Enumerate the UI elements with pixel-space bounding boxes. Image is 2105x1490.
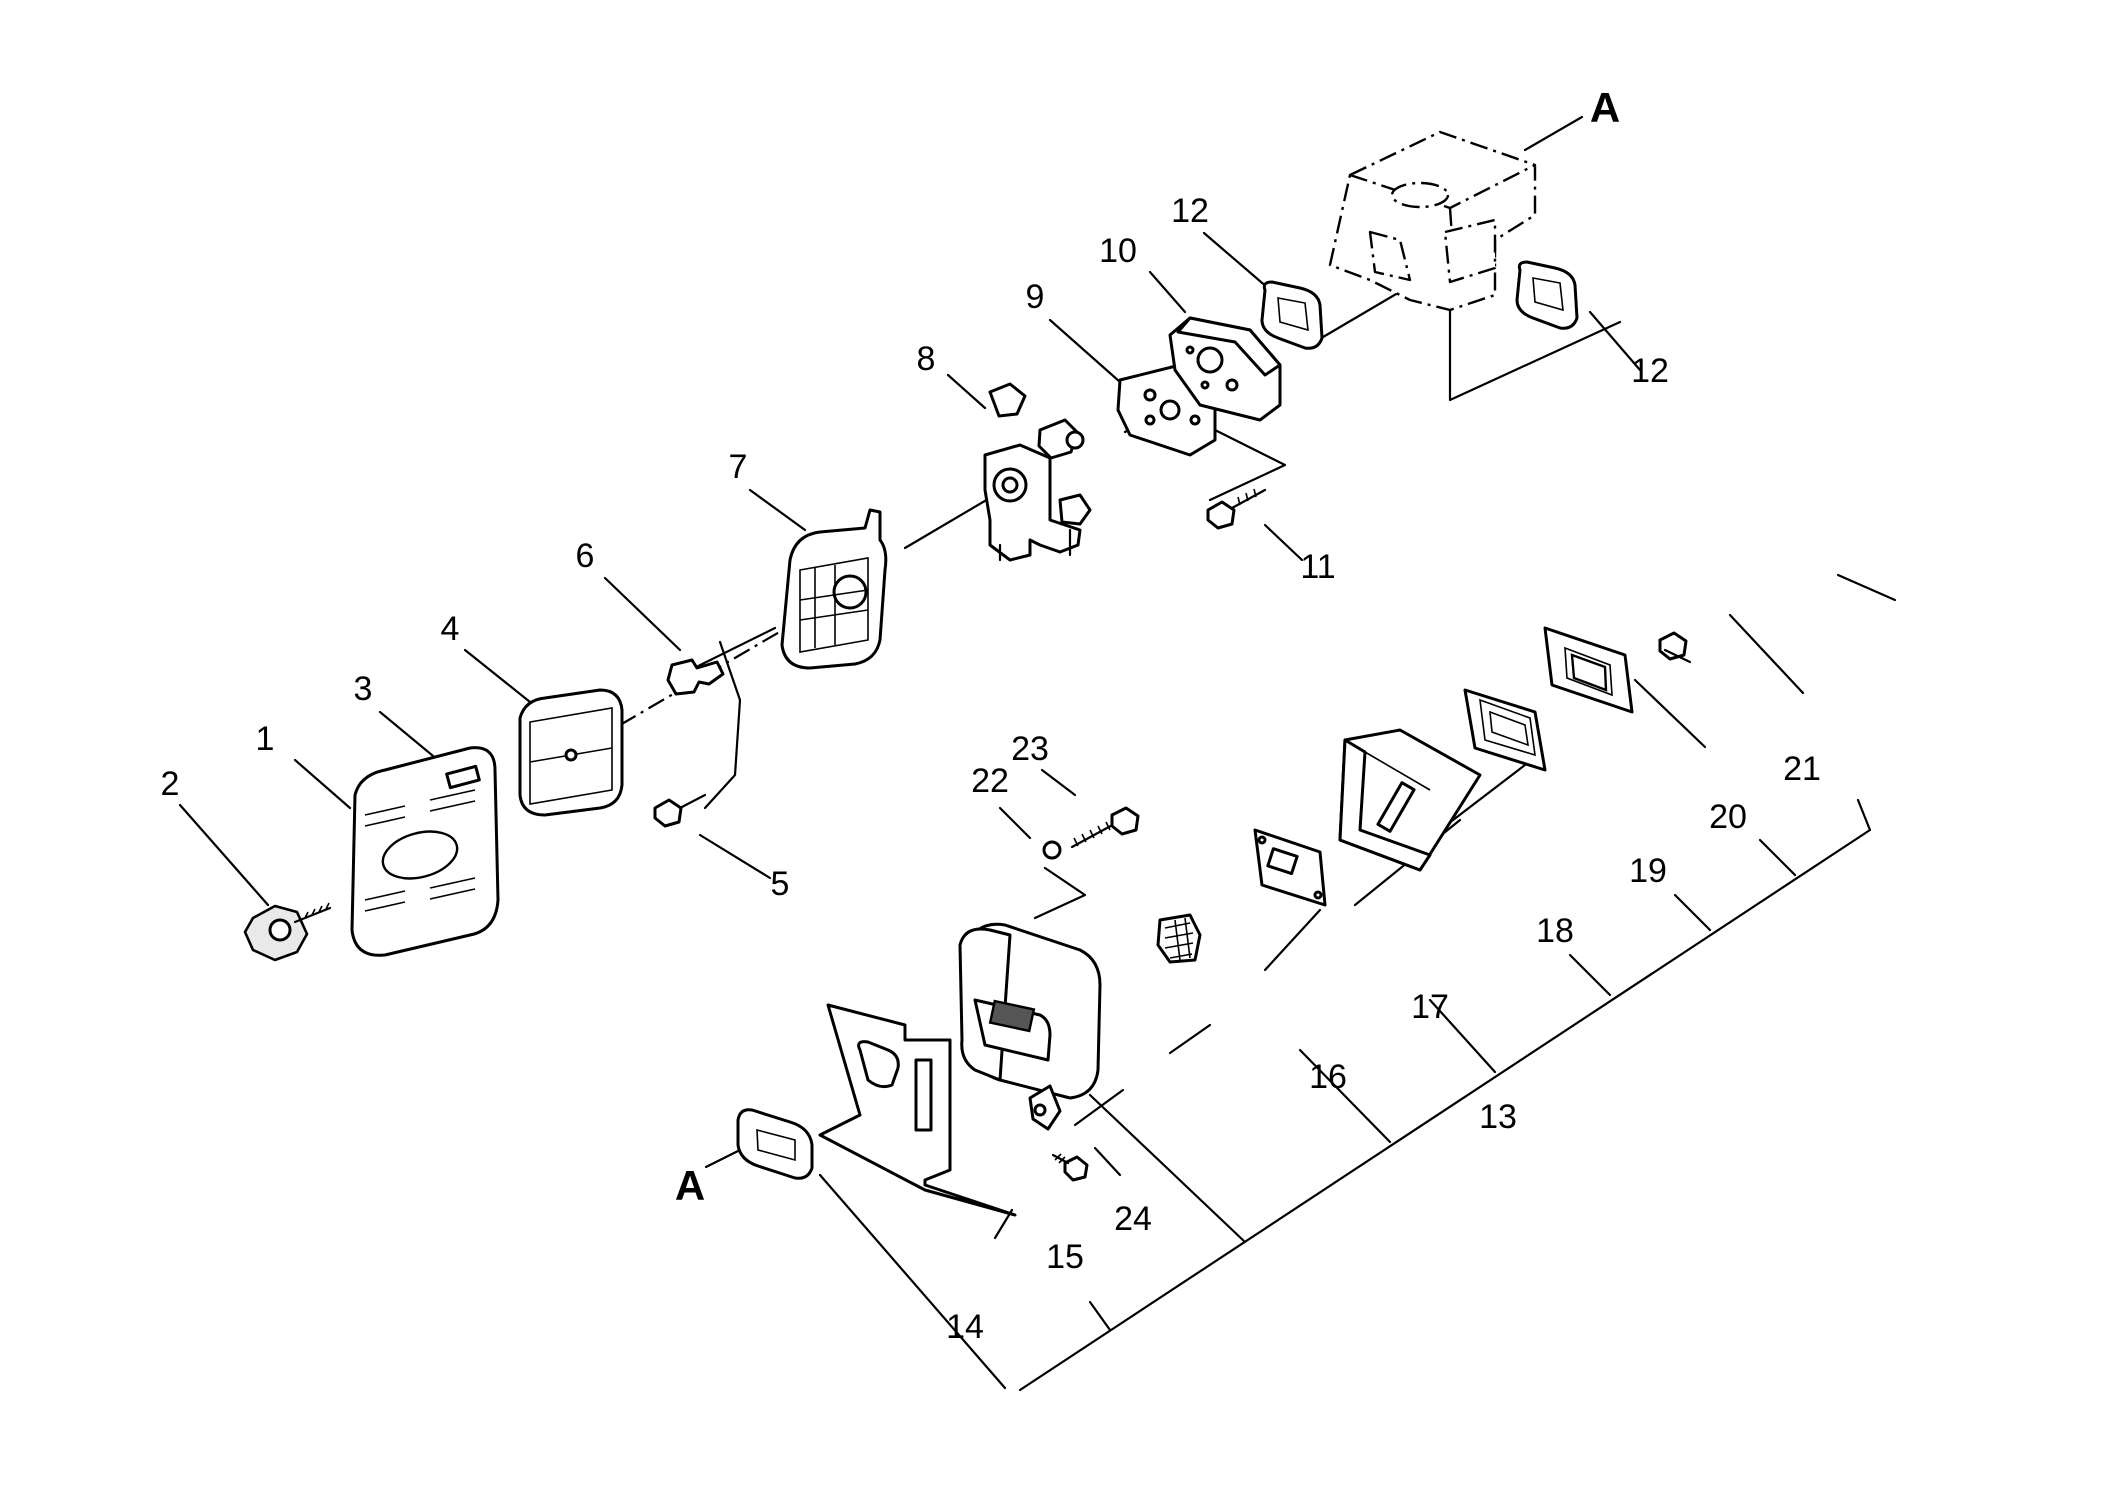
screw-part — [1206, 488, 1267, 530]
reference-marks: A A — [675, 84, 1620, 1209]
callout-label: 9 — [1026, 278, 1045, 316]
muffler-cover-part — [1338, 728, 1482, 872]
clip-part — [666, 658, 725, 696]
callout-label: 3 — [354, 670, 373, 708]
gasket-part — [1260, 280, 1324, 350]
muffler-gasket-part — [1463, 688, 1547, 772]
exhaust-gasket-part — [736, 1108, 814, 1180]
callout-label: 5 — [771, 865, 790, 903]
callout-label: 12 — [1171, 192, 1209, 230]
callout-label: 16 — [1309, 1058, 1347, 1096]
callout-label: 13 — [1479, 1098, 1517, 1136]
callout-label: 21 — [1783, 750, 1821, 788]
callout-label: 14 — [946, 1308, 984, 1346]
callout-label: 12 — [1631, 352, 1669, 390]
callout-label: 8 — [917, 340, 936, 378]
callout-label: 22 — [971, 762, 1009, 800]
carburetor-part — [983, 382, 1092, 562]
callout-label: 18 — [1536, 912, 1574, 950]
cylinder-reference — [1328, 130, 1537, 312]
washer-part — [1042, 840, 1062, 860]
callout-label: 7 — [729, 448, 748, 486]
muffler-bolt-part — [1070, 806, 1140, 849]
exhaust-plate-part — [1543, 626, 1634, 714]
bolt-part — [653, 793, 707, 828]
insulator-part — [1168, 316, 1282, 422]
reference-mark: A — [1590, 84, 1620, 131]
callout-label: 23 — [1011, 730, 1049, 768]
callout-label: 24 — [1114, 1200, 1152, 1238]
callout-label: 19 — [1629, 852, 1667, 890]
parts — [243, 130, 1692, 1217]
callout-label: 4 — [441, 610, 460, 648]
heat-shield-part — [818, 1003, 1017, 1217]
muffler-screw-part — [1051, 1153, 1089, 1182]
muffler-part — [958, 922, 1102, 1131]
callout-labels: 1 2 3 4 5 6 7 8 9 10 11 12 12 13 14 15 1… — [161, 192, 1821, 1346]
air-filter-part — [518, 688, 624, 817]
knob-part — [243, 902, 332, 962]
air-cleaner-cover-part — [350, 746, 500, 957]
callout-label: 11 — [1300, 548, 1335, 586]
callout-label: 2 — [161, 765, 180, 803]
callout-label: 17 — [1411, 988, 1449, 1026]
gasket-part — [1515, 260, 1579, 330]
cover-screw-part — [1658, 631, 1692, 664]
callout-label: 10 — [1099, 232, 1137, 270]
callout-label: 1 — [256, 720, 275, 758]
air-cleaner-base-part — [780, 508, 888, 670]
spark-screen-part — [1156, 913, 1202, 964]
callout-label: 6 — [576, 537, 595, 575]
muffler-plate-part — [1253, 828, 1327, 907]
callout-label: 15 — [1046, 1238, 1084, 1276]
label-part — [445, 764, 481, 790]
reference-mark: A — [675, 1162, 705, 1209]
callout-label: 20 — [1709, 798, 1747, 836]
